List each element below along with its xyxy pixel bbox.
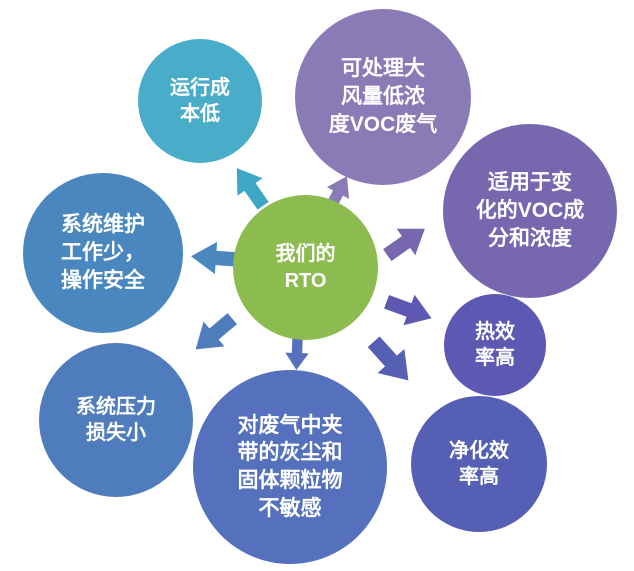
bubble-operating-cost: 运行成 本低 [138,39,262,163]
bubble-voc-variation: 适用于变 化的VOC成 分和浓度 [443,124,617,298]
bubble-dust-insensitive: 对废气中夹 带的灰尘和 固体颗粒物 不敏感 [193,370,387,564]
bubble-purification-efficiency: 净化效 率高 [411,396,547,532]
bubble-maintenance-safety: 系统维护 工作少， 操作安全 [23,173,183,333]
bubble-pressure-loss: 系统压力 损失小 [39,343,193,497]
bubble-thermal-efficiency: 热效 率高 [444,294,546,396]
arrow-to-purification-efficiency [359,328,424,393]
arrow-to-voc-variation [377,214,435,270]
center-bubble-our-rto: 我们的 RTO [233,195,378,340]
arrow-to-thermal-efficiency [380,285,437,335]
arrow-to-pressure-loss [184,305,244,363]
bubble-large-air-volume: 可处理大 风量低浓 度VOC废气 [295,9,471,185]
arrow-to-dust-insensitive [283,336,310,371]
